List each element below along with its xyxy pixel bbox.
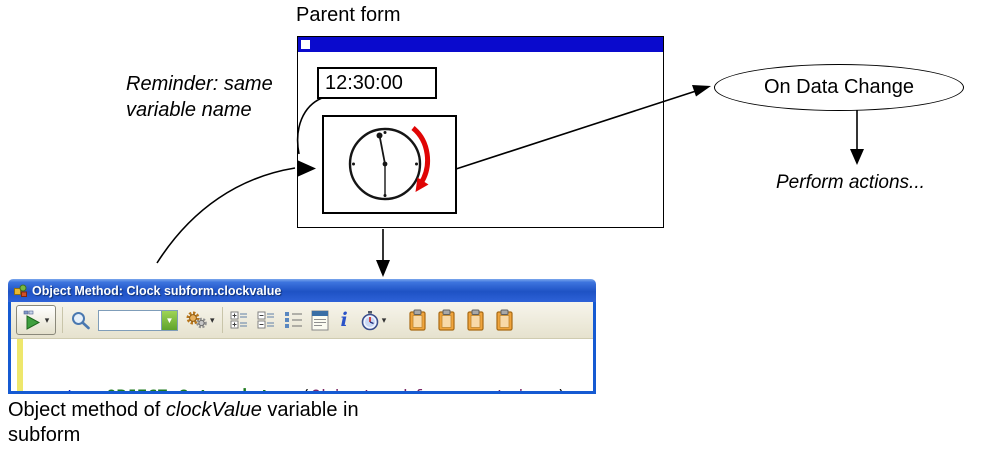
caption-prefix: Object method of xyxy=(8,399,166,421)
code-line-1: ptr:=OBJECT Get pointer (Object subform … xyxy=(55,386,593,391)
clipboard-icon xyxy=(467,309,484,331)
expand-all-button[interactable] xyxy=(229,309,250,331)
search-icon xyxy=(72,312,90,330)
run-dropdown-arrow[interactable]: ▾ xyxy=(44,314,50,325)
clipboard-button-1[interactable] xyxy=(407,308,428,332)
method-window-body: ▾ ▼ xyxy=(8,302,596,394)
macro-combobox-input[interactable] xyxy=(99,310,161,330)
timer-icon xyxy=(361,310,379,330)
comments-button[interactable] xyxy=(310,309,330,332)
timer-dropdown-arrow[interactable]: ▾ xyxy=(381,314,387,325)
code-editor[interactable]: ptr:=OBJECT Get pointer (Object subform … xyxy=(11,339,593,391)
timer-button[interactable]: ▾ xyxy=(359,309,388,332)
outline-view-button[interactable] xyxy=(283,309,304,331)
method-toolbar: ▾ ▼ xyxy=(11,302,593,339)
clipboard-icon xyxy=(409,309,426,331)
reminder-line2: variable name xyxy=(126,99,252,121)
window-icon[interactable] xyxy=(14,284,27,297)
time-display-field[interactable]: 12:30:00 xyxy=(317,67,437,99)
clipboard-button-2[interactable] xyxy=(436,308,457,332)
event-label: On Data Change xyxy=(763,76,915,98)
combobox-arrow-icon: ▼ xyxy=(165,315,174,325)
code-token: Object subform container xyxy=(311,387,557,391)
collapse-all-button[interactable] xyxy=(256,309,277,331)
reminder-note: Reminder: same variable name xyxy=(126,71,273,123)
arrowhead-to-actions xyxy=(850,149,864,165)
curve-from-method-window xyxy=(156,167,296,264)
gears-dropdown-arrow[interactable]: ▾ xyxy=(210,314,215,325)
caption-line2: subform xyxy=(8,424,81,446)
clipboard-button-4[interactable] xyxy=(494,308,515,332)
outline-icon xyxy=(284,312,302,328)
code-token: ( xyxy=(290,387,311,391)
clipboard-icon xyxy=(496,309,513,331)
info-button[interactable]: i xyxy=(336,308,353,332)
toolbar-separator xyxy=(62,307,63,333)
figure-caption: Object method of clockValue variable in … xyxy=(8,398,359,448)
on-data-change-event: On Data Change xyxy=(714,64,964,111)
clock-widget[interactable] xyxy=(322,115,457,214)
gears-icon xyxy=(186,311,207,329)
clipboard-group xyxy=(407,308,515,332)
arrowhead-to-method-window xyxy=(376,260,390,277)
window-title: Object Method: Clock subform.clockvalue xyxy=(32,283,282,298)
parent-form-label: Parent form xyxy=(296,4,401,26)
code-token: OBJECT Get pointer xyxy=(106,387,290,391)
caption-suffix: variable in xyxy=(261,399,359,421)
code-token: := xyxy=(86,387,106,391)
rotation-arrowhead xyxy=(415,177,429,192)
gears-menu-button[interactable]: ▾ xyxy=(184,309,216,331)
combobox-dropdown-button[interactable]: ▼ xyxy=(161,310,177,330)
method-window-titlebar[interactable]: Object Method: Clock subform.clockvalue xyxy=(8,279,596,302)
code-token: ptr xyxy=(55,387,86,391)
clipboard-button-3[interactable] xyxy=(465,308,486,332)
caption-variable-name: clockValue xyxy=(165,399,262,421)
arrowhead-to-event xyxy=(692,85,711,97)
code-token: ) xyxy=(557,387,567,391)
run-button[interactable]: ▾ xyxy=(16,305,56,335)
rotation-arrow-icon xyxy=(411,126,430,185)
titlebar-box-icon xyxy=(301,40,310,49)
parent-form-titlebar xyxy=(298,37,663,52)
perform-actions-label: Perform actions... xyxy=(776,172,925,193)
analog-clock-icon xyxy=(348,126,430,201)
search-button[interactable] xyxy=(69,309,92,331)
parent-form-window: 12:30:00 xyxy=(297,36,664,228)
comments-icon xyxy=(311,310,329,330)
macro-combobox[interactable]: ▼ xyxy=(98,309,178,331)
clipboard-icon xyxy=(438,309,455,331)
info-icon: i xyxy=(340,309,348,331)
method-editor-window: Object Method: Clock subform.clockvalue … xyxy=(8,279,596,394)
reminder-line1: Reminder: same xyxy=(126,73,273,95)
toolbar-separator xyxy=(221,307,223,333)
expand-all-icon xyxy=(230,311,247,329)
collapse-all-icon xyxy=(257,311,274,329)
run-icon xyxy=(23,310,40,330)
